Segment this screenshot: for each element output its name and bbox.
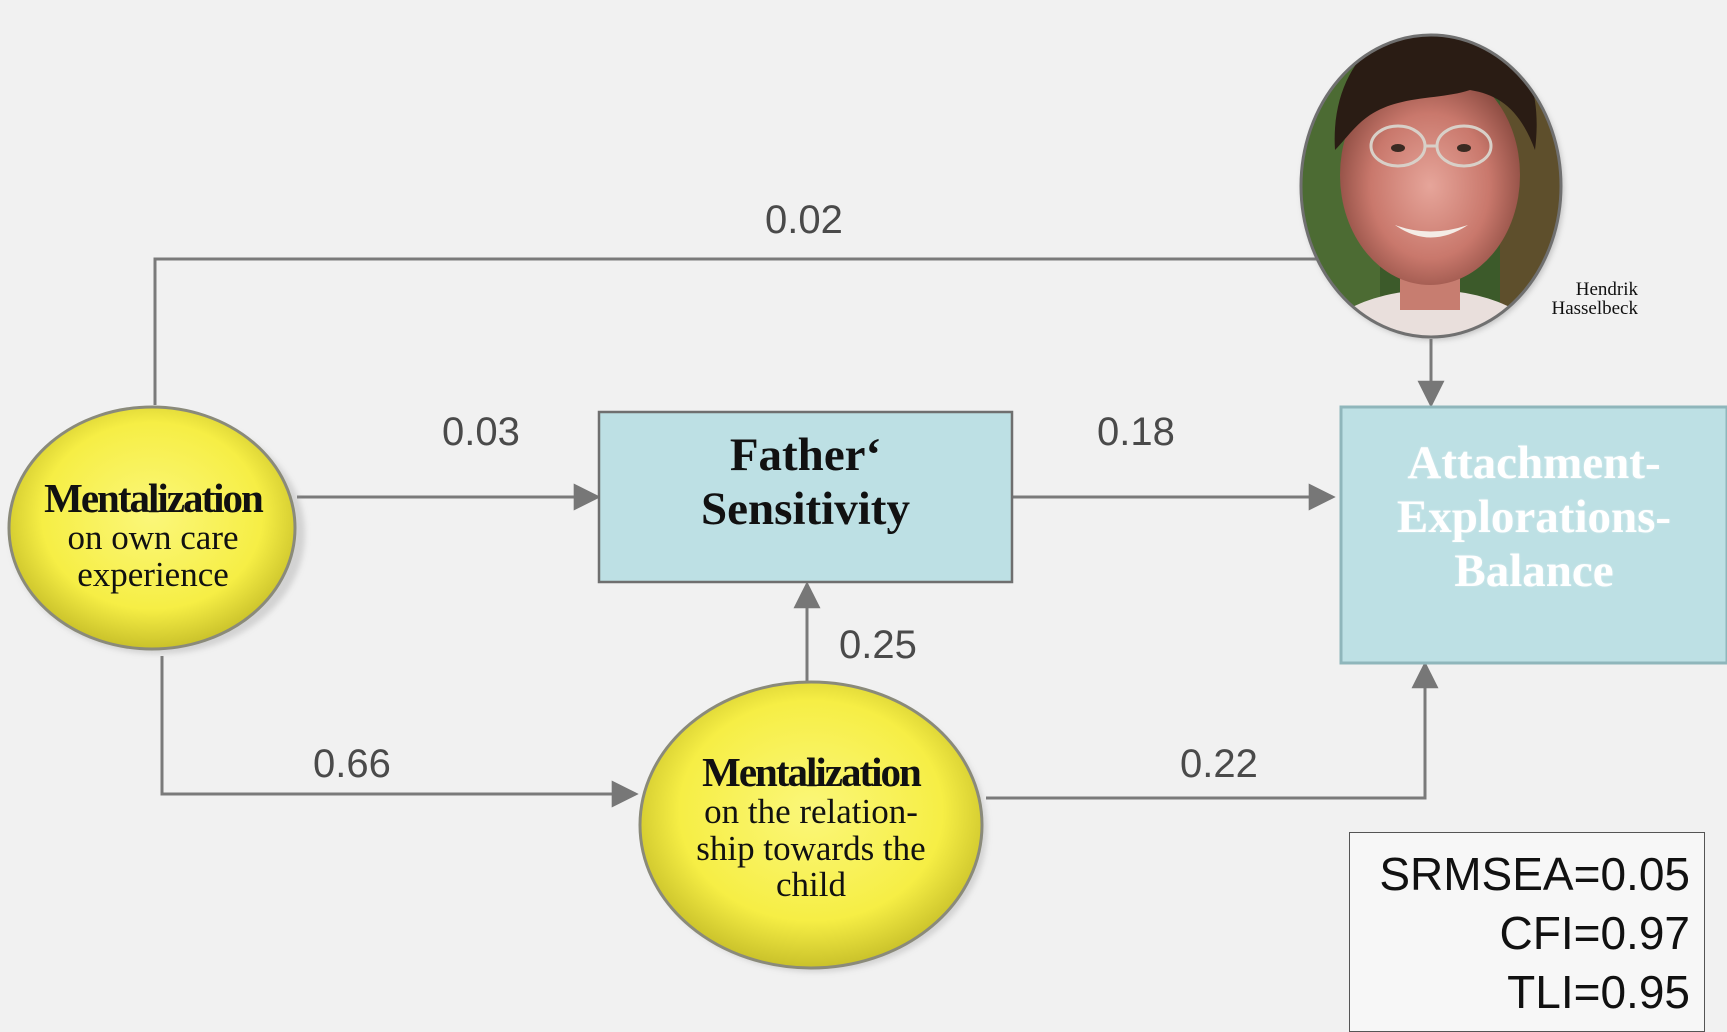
- node-subtitle-line: on own care: [67, 517, 239, 557]
- node-attachment-balance-label: Attachment- Explorations- Balance: [1341, 436, 1727, 598]
- coef-own-to-sensitivity: 0.03: [442, 410, 520, 454]
- node-mentalization-own: [7, 405, 305, 654]
- coef-own-to-outcome: 0.02: [765, 198, 843, 242]
- node-title: Mentalization: [44, 475, 264, 521]
- arrow-child-to-outcome: [986, 661, 1439, 800]
- node-father-sensitivity: [597, 410, 1014, 584]
- node-subtitle-line: child: [776, 865, 846, 905]
- box-title-line: Explorations-: [1396, 491, 1672, 544]
- path-arrows: [153, 257, 1445, 808]
- fit-tli: TLI=0.95: [1507, 966, 1690, 1018]
- coef-child-to-sensitivity: 0.25: [839, 623, 917, 667]
- box-title-line: Attachment-: [1407, 437, 1661, 489]
- portrait-photo: [1299, 33, 1564, 340]
- arrow-own-to-child: [160, 656, 639, 808]
- node-subtitle-line: on the relation-: [704, 791, 918, 831]
- fit-indices-box: SRMSEA=0.05 CFI=0.97 TLI=0.95: [1349, 832, 1705, 1032]
- node-subtitle-line: ship towards the: [696, 828, 926, 868]
- photo-caption-line: Hasselbeck: [1551, 298, 1638, 319]
- node-attachment-balance: [1339, 405, 1727, 665]
- coef-sensitivity-to-outcome: 0.18: [1097, 410, 1175, 454]
- box-title-line: Balance: [1454, 545, 1614, 598]
- fit-srmsea: SRMSEA=0.05: [1379, 848, 1690, 900]
- arrow-own-to-outcome: [153, 257, 1320, 405]
- photo-caption: Hendrik Hasselbeck: [1470, 280, 1638, 318]
- node-subtitle-line: experience: [77, 554, 229, 594]
- coef-child-to-outcome: 0.22: [1180, 742, 1258, 786]
- fit-cfi: CFI=0.97: [1499, 907, 1691, 959]
- node-mentalization-child-label: Mentalization on the relation- ship towa…: [650, 749, 972, 905]
- node-title: Mentalization: [702, 749, 922, 795]
- node-mentalization-child: [638, 680, 987, 972]
- box-title-line: Sensitivity: [701, 483, 910, 536]
- node-father-sensitivity-label: Father‘ Sensitivity: [599, 428, 1012, 536]
- box-title-line: Father‘: [729, 429, 882, 481]
- coef-own-to-child: 0.66: [313, 742, 391, 786]
- node-mentalization-own-label: Mentalization on own care experience: [10, 475, 296, 594]
- photo-caption-line: Hendrik: [1575, 279, 1638, 300]
